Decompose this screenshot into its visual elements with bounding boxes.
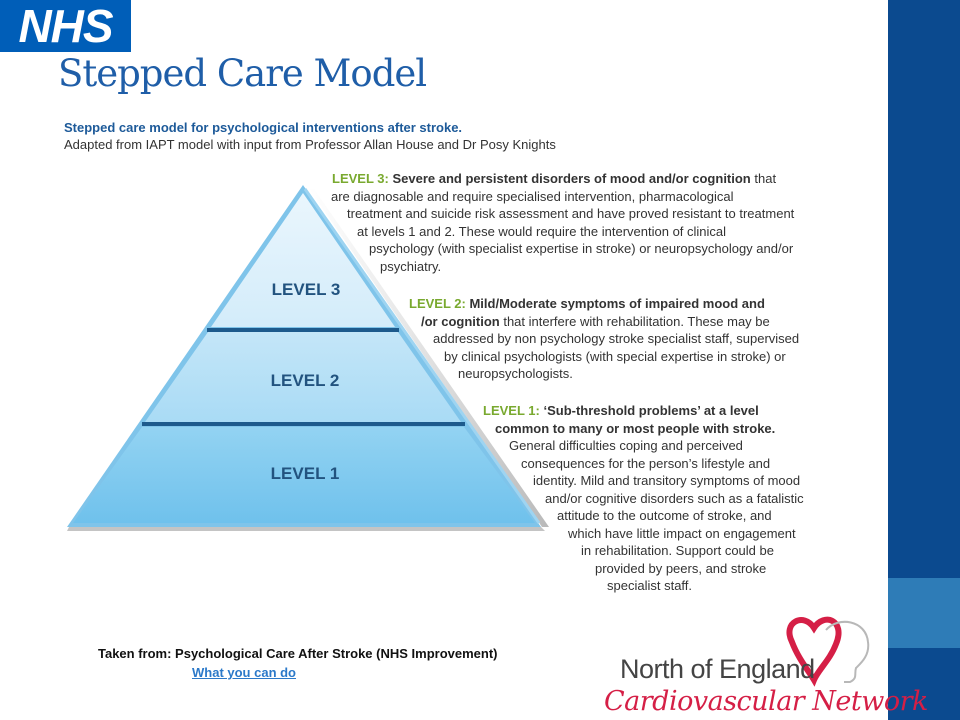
north-of-england-cardiovascular-network-logo: North of England Cardiovascular Network — [598, 612, 928, 720]
pyramid-level-1-label: LEVEL 1 — [271, 464, 340, 483]
network-logo-line-2: Cardiovascular Network — [604, 686, 928, 717]
pyramid-level-1 — [73, 427, 535, 523]
what-you-can-do-link[interactable]: What you can do — [192, 665, 296, 680]
heart-head-icon — [786, 616, 870, 687]
pyramid-level-3-label: LEVEL 3 — [272, 280, 341, 299]
figure-subtitle: Adapted from IAPT model with input from … — [64, 137, 556, 152]
level-1-description: LEVEL 1: ‘Sub-threshold problems’ at a l… — [483, 403, 804, 593]
figure-title: Stepped care model for psychological int… — [64, 120, 463, 135]
page-title: Stepped Care Model — [58, 52, 427, 95]
pyramid-level-2 — [145, 332, 461, 422]
nhs-logo: NHS — [0, 0, 131, 52]
pyramid-level-3 — [211, 193, 395, 327]
side-decor-bar-middle — [888, 578, 960, 648]
level-2-description: LEVEL 2: Mild/Moderate symptoms of impai… — [409, 296, 800, 381]
network-logo-line-1: North of England — [620, 654, 815, 684]
pyramid-diagram: LEVEL 3 LEVEL 2 LEVEL 1 — [67, 185, 549, 531]
level-3-description: LEVEL 3: Severe and persistent disorders… — [331, 171, 795, 274]
level-2-lead: LEVEL 2: — [409, 296, 466, 311]
pyramid-right-edge — [303, 188, 541, 524]
side-decor-bar-top — [888, 0, 960, 578]
side-decor-bar-bottom — [888, 648, 960, 720]
level-1-lead: LEVEL 1: — [483, 403, 540, 418]
pyramid-level-2-label: LEVEL 2 — [271, 371, 340, 390]
stepped-care-figure: Stepped care model for psychological int… — [55, 113, 848, 605]
level-3-lead: LEVEL 3: — [332, 171, 389, 186]
pyramid-side-shadow — [309, 189, 549, 527]
pyramid-shadow — [67, 527, 545, 531]
source-credit: Taken from: Psychological Care After Str… — [98, 646, 498, 661]
